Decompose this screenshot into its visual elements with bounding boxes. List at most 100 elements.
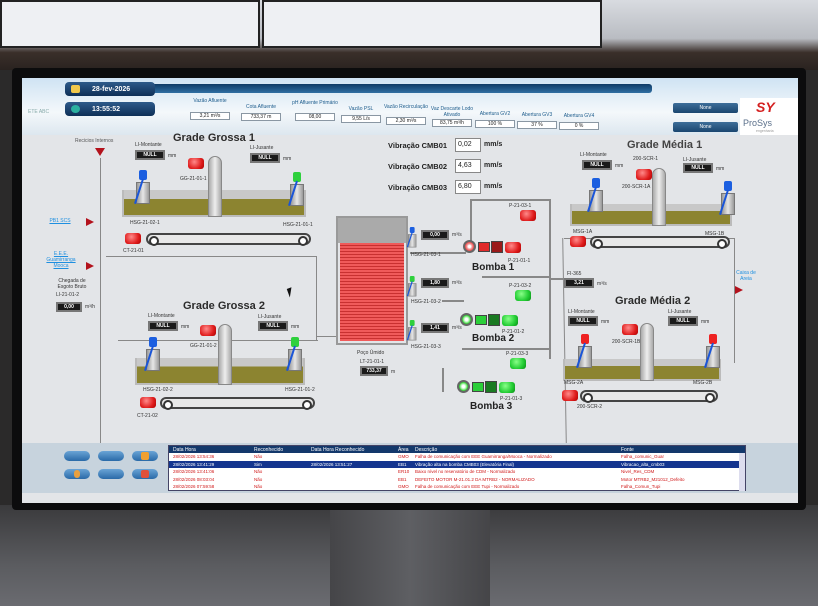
pipe-line (442, 300, 464, 302)
background-monitor (262, 0, 602, 48)
frame-line (562, 238, 567, 443)
alarm-cell: Falha_Comun_Tupi (621, 484, 661, 489)
motor-icon[interactable] (200, 325, 216, 336)
poco-umido-tank (336, 216, 408, 345)
motor-icon[interactable] (125, 233, 141, 244)
vibration-label: Vibração CMB01 (388, 141, 448, 150)
chegada-value: 0,00 (56, 302, 82, 312)
bomba-3-label: Bomba 3 (470, 401, 513, 412)
gate-valve-icon[interactable] (144, 337, 160, 372)
gate-tag: HSG-21-03-2 (411, 299, 441, 305)
motor-icon[interactable] (636, 169, 652, 180)
conveyor-belt (146, 233, 311, 246)
alarm-cell: Nivel_Res_CDM (621, 469, 655, 474)
caixa-de-areia-link[interactable]: Caixa de Areia (736, 270, 756, 282)
motor-icon[interactable] (562, 390, 578, 401)
alarm-table-header: Data Hora Reconhecido Data Hora Reconhec… (169, 446, 745, 453)
motor-tag: GG-21-01-2 (190, 343, 217, 349)
metric-value: 9,55 L/s (341, 115, 381, 123)
motor-icon[interactable] (502, 315, 518, 326)
gate-valve-icon[interactable] (406, 227, 417, 248)
metric-value: 0 % (559, 122, 599, 130)
gate-valve-icon[interactable] (719, 181, 735, 216)
date-display[interactable]: 28-fev-2026 (65, 82, 155, 96)
pump-icon[interactable] (457, 380, 470, 393)
motor-tag: 200-SCR-1B (612, 339, 641, 345)
arrow-right-icon (86, 218, 94, 226)
gearbox-icon (491, 241, 503, 253)
unit-mm: mm (701, 319, 710, 325)
alarm-cell: EB1 (398, 476, 407, 482)
aux-pump-icon[interactable] (515, 290, 531, 301)
gate-tag: HSG-21-03-3 (411, 344, 441, 350)
metric-value: 2,30 m³/s (386, 117, 426, 125)
vibration-label: Vibração CMB03 (388, 183, 448, 192)
alarm-list-button[interactable] (64, 451, 90, 461)
gearbox-icon (488, 314, 500, 326)
gate-valve-icon[interactable] (704, 334, 720, 369)
screen-channel-tank (570, 204, 732, 226)
grade-media-2-title: Grade Média 2 (615, 295, 691, 307)
gate-valve-icon[interactable] (576, 334, 592, 369)
unit-mm: mm (291, 324, 300, 330)
gate-valve-icon[interactable] (288, 172, 304, 207)
alarm-cell: Motor MTRB2_M21012_Defeito (621, 476, 685, 482)
pipe-line (317, 336, 337, 337)
user-button[interactable] (64, 469, 90, 479)
pump-icon[interactable] (460, 313, 473, 326)
aux-pump-icon[interactable] (510, 358, 526, 369)
gate-valve-icon[interactable] (134, 170, 150, 205)
folder-button[interactable] (98, 451, 124, 461)
report-button[interactable] (98, 469, 124, 479)
none-button-1[interactable]: None (673, 103, 738, 113)
motor-icon[interactable] (188, 158, 204, 169)
eee-guamirranga-link[interactable]: E.E.E. Guamirranga Mooca (46, 251, 76, 269)
alarm-cell: Falha de comunicação com EEE Guamirranga… (415, 454, 552, 459)
vibration-unit: mm/s (484, 183, 503, 190)
gate-tag: HSG-21-01-1 (283, 222, 313, 228)
metric-value: 733,37 m (241, 113, 281, 121)
arrow-right-icon (86, 262, 94, 270)
clock-icon (71, 105, 80, 113)
logo-name: ProSys (743, 118, 773, 128)
motor-icon[interactable] (499, 382, 515, 393)
motor-icon[interactable] (505, 242, 521, 253)
gate-tag: MSG-1A (573, 229, 593, 235)
fi-tag: FI-365 (567, 271, 582, 277)
motor-icon[interactable] (622, 324, 638, 335)
chegada-unit: m³/h (85, 304, 95, 310)
aux-pump-icon[interactable] (520, 210, 536, 221)
none-button-2[interactable]: None (673, 122, 738, 132)
calendar-icon (71, 85, 80, 93)
gate-tag: MSG-1B (705, 231, 725, 237)
tools-button[interactable] (132, 451, 158, 461)
pb1-scs-link[interactable]: PB1 SCS (49, 218, 71, 224)
pipe-line (462, 348, 550, 350)
alarm-cell: Não (254, 454, 263, 459)
time-display[interactable]: 13:55:52 (65, 102, 155, 116)
motor-icon[interactable] (140, 397, 156, 408)
metric-value: 100 % (475, 120, 515, 128)
gate-valve-icon[interactable] (406, 276, 417, 297)
conveyor-tag: CT-21-01 (123, 248, 144, 254)
vibration-unit: mm/s (484, 162, 503, 169)
li-jusante-label: LI-Jusante (250, 145, 274, 151)
monitor-stand (330, 505, 490, 606)
gate-valve-icon[interactable] (286, 337, 302, 372)
li-jusante-label: LI-Jusante (258, 314, 282, 320)
shutdown-button[interactable] (132, 469, 158, 479)
alarm-scrollbar[interactable] (739, 453, 745, 491)
bomba-1-label: Bomba 1 (472, 262, 515, 273)
poco-label: Poço Úmido (357, 350, 385, 356)
arrow-right-icon (735, 286, 743, 294)
pump-icon[interactable] (463, 240, 476, 253)
gate-valve-icon[interactable] (406, 320, 417, 341)
motor-tag: 200-SCR-1A (622, 184, 651, 190)
gate-valve-icon[interactable] (587, 178, 603, 213)
motor-icon[interactable] (570, 236, 586, 247)
